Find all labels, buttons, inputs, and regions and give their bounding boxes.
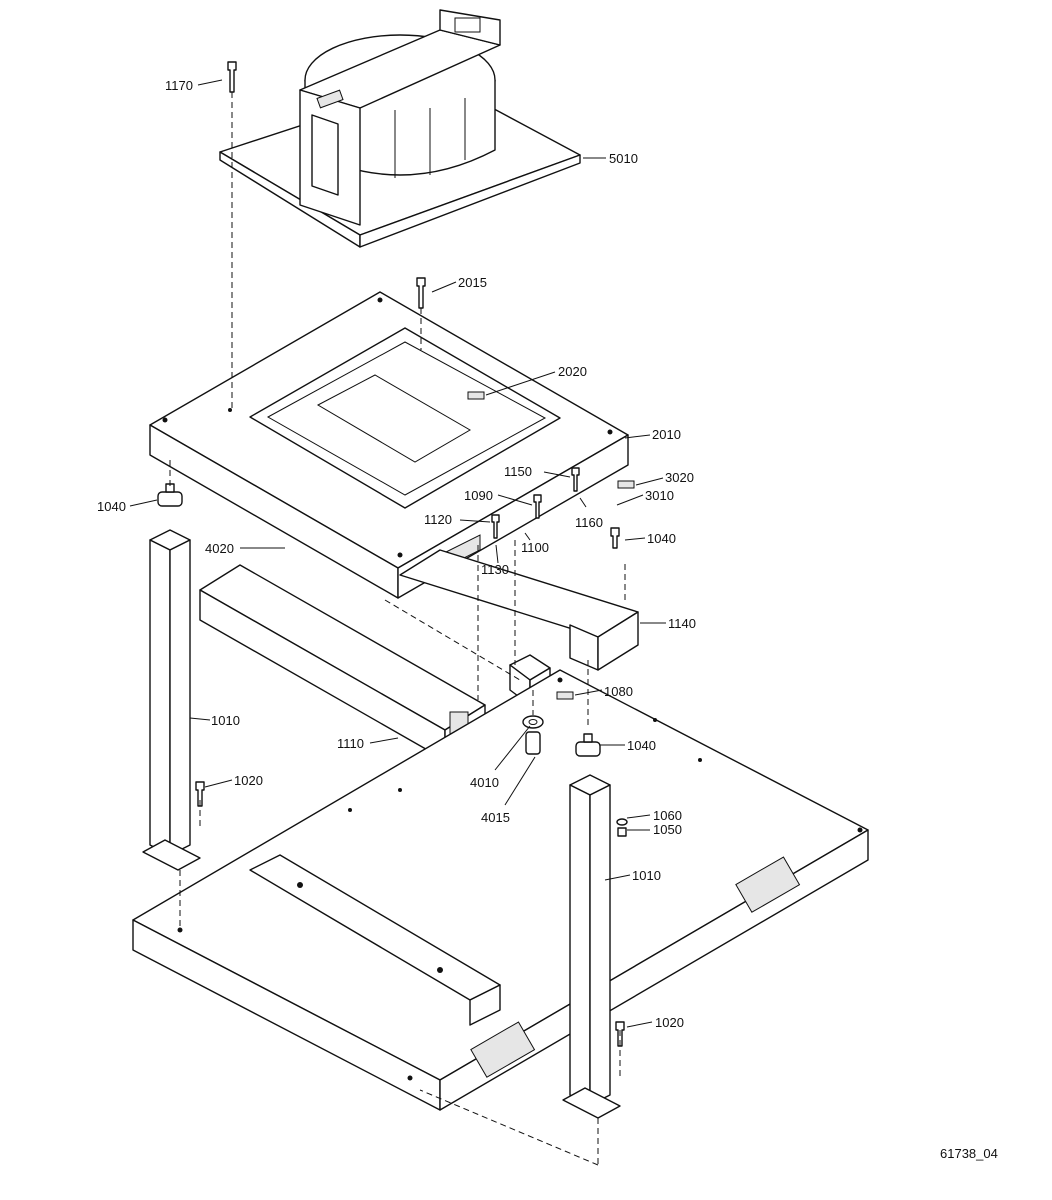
label-1050: 1050 [653,822,682,837]
label-1020-right: 1020 [655,1015,684,1030]
label-4010: 4010 [470,775,499,790]
label-1120: 1120 [424,512,452,527]
label-1060: 1060 [653,808,682,823]
figure-id: 61738_04 [940,1146,998,1161]
label-1170: 1170 [165,78,193,93]
bolts [195,61,625,1047]
label-1130: 1130 [481,562,509,577]
assembly-lines [169,92,626,1166]
washers-and-fittings [467,391,635,837]
duct-box-left [199,564,486,761]
label-1010-right: 1010 [632,868,661,883]
label-1150: 1150 [504,464,532,479]
label-2010: 2010 [652,427,681,442]
label-1140: 1140 [668,616,696,631]
label-4015: 4015 [481,810,510,825]
label-1160: 1160 [575,515,603,530]
leader-lines [129,79,666,1028]
label-3020: 3020 [665,470,694,485]
label-1100: 1100 [521,540,549,555]
mount-isolator-right [575,733,601,757]
label-3010: 3010 [645,488,674,503]
label-1090: 1090 [464,488,493,503]
label-2015: 2015 [458,275,487,290]
leg-right [562,774,621,1119]
label-1080: 1080 [604,684,633,699]
label-1040-left: 1040 [97,499,126,514]
leg-left [142,529,201,871]
label-1040-mid: 1040 [647,531,676,546]
fan-assembly [219,9,581,248]
duct-box-right [399,549,639,671]
label-1040-right: 1040 [627,738,656,753]
part-labels: 1170 5010 2015 2020 2010 1150 3020 1090 … [97,78,696,1030]
label-1110: 1110 [337,736,364,751]
base-platform [132,669,869,1111]
label-5010: 5010 [609,151,638,166]
label-1020-left: 1020 [234,773,263,788]
mount-isolator-left [157,483,183,507]
label-4020: 4020 [205,541,234,556]
label-1010-left: 1010 [211,713,240,728]
label-2020: 2020 [558,364,587,379]
